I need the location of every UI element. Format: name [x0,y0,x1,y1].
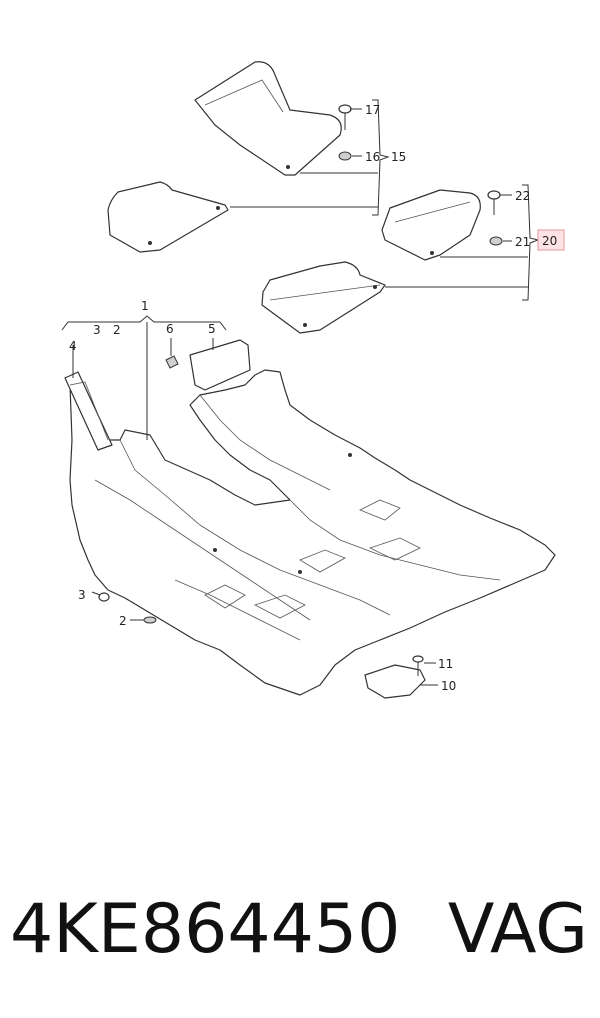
brand-name: VAG [447,890,588,969]
parts-diagram: 1 2 3 4 5 6 2 3 10 11 15 16 17 20 21 22 [61,61,565,699]
insulation-pad-5 [189,339,251,391]
callout-highlight-box [537,229,565,251]
side-pad-4 [64,371,113,451]
callout-label: 2 [119,614,127,628]
clip-6-icon [165,355,179,369]
callout-label: 16 [365,150,380,164]
part-number: 4KE864450 [10,890,401,969]
cover-10 [364,664,426,699]
fastener-21-icon [489,236,503,246]
fastener-16-icon [338,151,352,161]
callout-label: 1 [141,299,149,313]
callout-label: 5 [208,322,216,336]
callout-label: 6 [166,322,174,336]
callout-label: 15 [391,150,406,164]
floor-mat-front-left [194,61,342,176]
callout-label: 21 [515,235,530,249]
callout-label: 2 [113,323,121,337]
main-floor-carpet [69,369,556,696]
callout-label: 22 [515,189,530,203]
callout-label: 11 [438,657,453,671]
footer: 4KE864450 VAG [0,880,600,990]
floor-mat-rear-right [261,261,386,334]
callout-label: 3 [93,323,101,337]
callout-label: 10 [441,679,456,693]
callout-label: 3 [78,588,86,602]
callout-label: 17 [365,103,380,117]
washer-2-icon [143,616,157,624]
floor-mat-front-right [381,189,481,261]
screw-11-icon [412,655,424,676]
callout-label-highlighted: 20 [542,234,557,248]
callout-label: 4 [69,339,77,353]
floor-mat-rear-left [107,181,229,253]
nut-3-icon [98,592,110,602]
fastener-22-icon [487,190,501,215]
